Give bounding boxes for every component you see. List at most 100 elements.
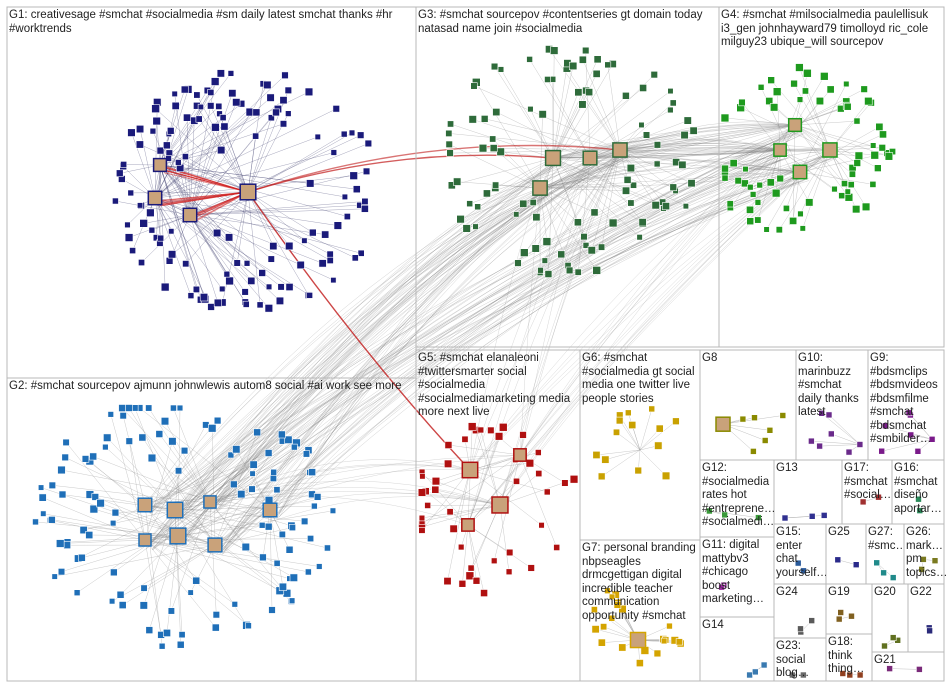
node-g4 — [720, 113, 730, 123]
edge — [467, 524, 510, 553]
edge — [214, 478, 274, 546]
edge — [269, 509, 284, 587]
edge — [539, 124, 796, 189]
edge — [144, 441, 173, 541]
node-g6 — [628, 421, 637, 429]
node-g3 — [529, 199, 537, 206]
edge — [174, 440, 283, 511]
node-g3 — [630, 181, 637, 189]
node-g6 — [672, 417, 680, 425]
node-g2 — [207, 537, 223, 553]
node-g2 — [270, 468, 278, 476]
node-g2 — [138, 433, 147, 442]
edge — [619, 149, 676, 192]
edge — [159, 149, 222, 166]
edge — [421, 504, 501, 522]
node-g26 — [920, 556, 927, 563]
edge — [159, 164, 248, 264]
node-g3 — [569, 61, 578, 71]
node-g2 — [139, 601, 148, 610]
edge — [552, 59, 598, 159]
edge — [552, 157, 640, 238]
node-g5 — [472, 576, 481, 585]
edge — [552, 149, 781, 159]
node-g1 — [351, 254, 359, 262]
edge — [151, 179, 806, 551]
edge — [469, 187, 541, 471]
node-g5 — [431, 476, 441, 486]
node-g2 — [62, 438, 70, 447]
edge — [174, 454, 232, 511]
node-g22 — [926, 627, 933, 635]
node-g2 — [288, 523, 296, 532]
node-g4 — [738, 98, 746, 107]
edge — [552, 157, 664, 209]
node-g1 — [356, 131, 365, 139]
edge — [148, 152, 835, 546]
edge — [144, 129, 801, 543]
node-g1 — [197, 103, 204, 111]
node-g3 — [446, 149, 454, 157]
node-g3 — [531, 244, 540, 253]
edge — [548, 157, 554, 275]
node-g2 — [125, 437, 133, 445]
edge — [829, 102, 872, 151]
node-g1 — [242, 300, 250, 308]
node-g1 — [149, 127, 157, 135]
edge — [42, 497, 146, 541]
edge — [190, 544, 216, 593]
node-g2 — [237, 490, 246, 499]
node-g1 — [266, 93, 275, 102]
node-g1 — [215, 102, 223, 110]
edge — [519, 454, 557, 548]
edge — [484, 118, 621, 151]
edge — [805, 90, 831, 151]
edge — [794, 76, 825, 126]
edge — [185, 160, 562, 541]
node-g8 — [739, 415, 747, 423]
edge — [460, 187, 541, 220]
node-g3 — [513, 211, 520, 218]
node-g5 — [424, 502, 432, 509]
node-g3 — [549, 46, 559, 55]
node-g3 — [653, 141, 662, 149]
node-g13 — [808, 512, 816, 520]
edge — [552, 157, 614, 224]
node-g14 — [751, 668, 759, 676]
node-g3 — [573, 218, 582, 227]
edge — [148, 125, 799, 544]
edge — [152, 167, 600, 511]
edge — [552, 92, 579, 159]
node-g4 — [860, 85, 868, 93]
edge — [425, 491, 469, 526]
edge — [451, 157, 554, 186]
node-g2 — [302, 450, 311, 458]
node-g2 — [289, 573, 298, 582]
node-g1 — [171, 101, 180, 110]
edge — [730, 171, 801, 205]
edge — [589, 157, 643, 223]
node-g4 — [870, 142, 877, 149]
edge — [247, 144, 621, 193]
edge — [247, 117, 272, 193]
edge — [539, 95, 627, 189]
node-g2 — [180, 446, 189, 455]
edge — [77, 509, 176, 559]
edge — [476, 82, 541, 189]
edge — [211, 428, 216, 546]
edge — [185, 156, 249, 193]
node-g5 — [513, 448, 527, 462]
node-g2 — [57, 465, 66, 475]
edge — [277, 159, 554, 516]
node-g7 — [600, 623, 608, 631]
edge — [189, 93, 233, 216]
node-g1 — [219, 114, 227, 122]
edge — [52, 485, 271, 511]
node-g3 — [582, 46, 590, 55]
group-box-g17 — [841, 459, 893, 525]
edge — [144, 539, 235, 605]
node-g7 — [629, 631, 647, 649]
node-g4 — [782, 205, 790, 212]
edge — [829, 149, 867, 208]
node-g4 — [726, 200, 734, 208]
